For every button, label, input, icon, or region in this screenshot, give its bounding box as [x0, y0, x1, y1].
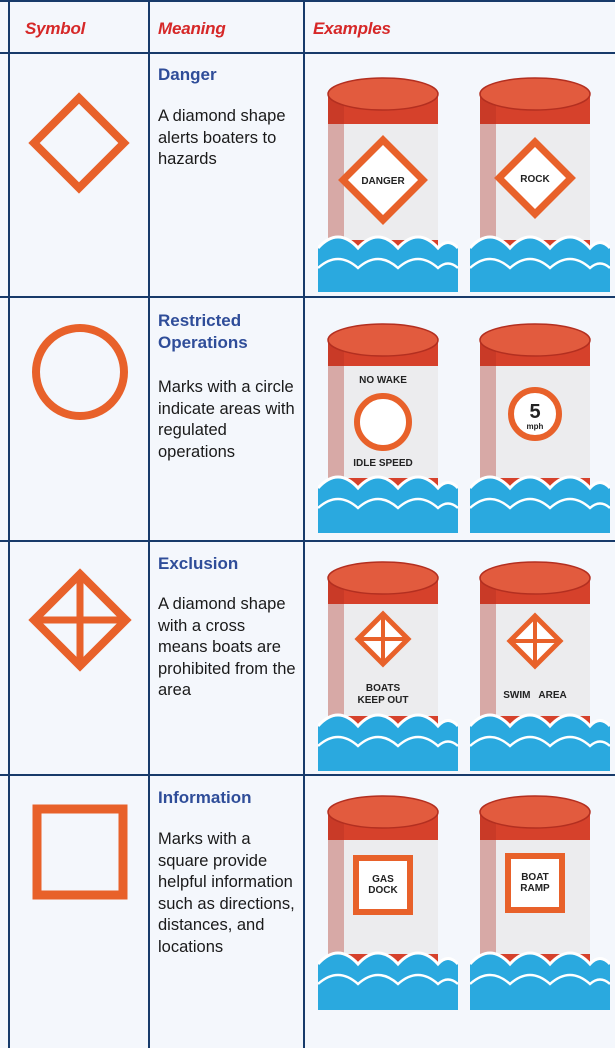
row-title-restricted-operations: Restricted Operations — [158, 311, 248, 352]
square-icon — [32, 804, 128, 900]
buoy-danger: DANGER — [318, 77, 458, 292]
buoy-swim-area-label: SWIM AREA — [503, 690, 567, 701]
row-description-information: Marks with a square provide helpful info… — [158, 830, 295, 956]
buoy-rock: ROCK — [470, 77, 610, 292]
crossed-diamond-icon — [28, 568, 132, 672]
circle-icon — [32, 324, 128, 420]
header-examples: Examples — [313, 19, 391, 38]
row-description-exclusion: A diamond shape with a cross means boats… — [158, 595, 296, 700]
header-meaning: Meaning — [158, 19, 226, 38]
buoy-ramp-label: RAMP — [520, 883, 550, 894]
row-title-danger: Danger — [158, 65, 217, 84]
column-divider-1 — [148, 0, 150, 1048]
row-divider-1 — [0, 296, 615, 298]
row-description-danger: A diamond shape alerts boaters to hazard… — [158, 107, 286, 169]
buoy-gas-label: GAS — [372, 874, 394, 885]
row-divider-3 — [0, 774, 615, 776]
buoy-boat-label: BOAT — [521, 872, 549, 883]
buoy-idle-speed-label: IDLE SPEED — [353, 458, 412, 469]
buoy-5-mph: 5 mph — [470, 323, 610, 533]
row-divider-2 — [0, 540, 615, 542]
diamond-icon — [28, 92, 130, 194]
header-symbol: Symbol — [25, 19, 86, 38]
buoy-swim-area: SWIM AREA — [470, 561, 610, 771]
buoy-danger-label: DANGER — [361, 176, 405, 187]
buoy-no-wake-idle-speed: NO WAKE IDLE SPEED — [318, 323, 458, 533]
header-divider — [0, 52, 615, 54]
buoy-rock-label: ROCK — [520, 174, 550, 185]
buoy-gas-dock: GAS DOCK — [318, 795, 458, 1010]
buoy-boat-ramp: BOAT RAMP — [470, 795, 610, 1010]
buoy-boats-label: BOATS — [366, 683, 401, 694]
buoy-no-wake-label: NO WAKE — [359, 375, 407, 386]
buoy-boats-keep-out: BOATS KEEP OUT — [318, 561, 458, 771]
row-title-exclusion: Exclusion — [158, 554, 239, 573]
row-description-restricted-operations: Marks with a circle indicate areas with … — [158, 378, 295, 461]
column-divider-2 — [303, 0, 305, 1048]
left-border — [8, 0, 10, 1048]
top-border — [0, 0, 615, 2]
buoy-speed-number: 5 — [529, 401, 540, 423]
row-title-information: Information — [158, 788, 252, 807]
buoy-dock-label: DOCK — [368, 885, 398, 896]
buoy-speed-unit: mph — [527, 422, 544, 431]
buoy-keep-out-label: KEEP OUT — [358, 695, 409, 706]
